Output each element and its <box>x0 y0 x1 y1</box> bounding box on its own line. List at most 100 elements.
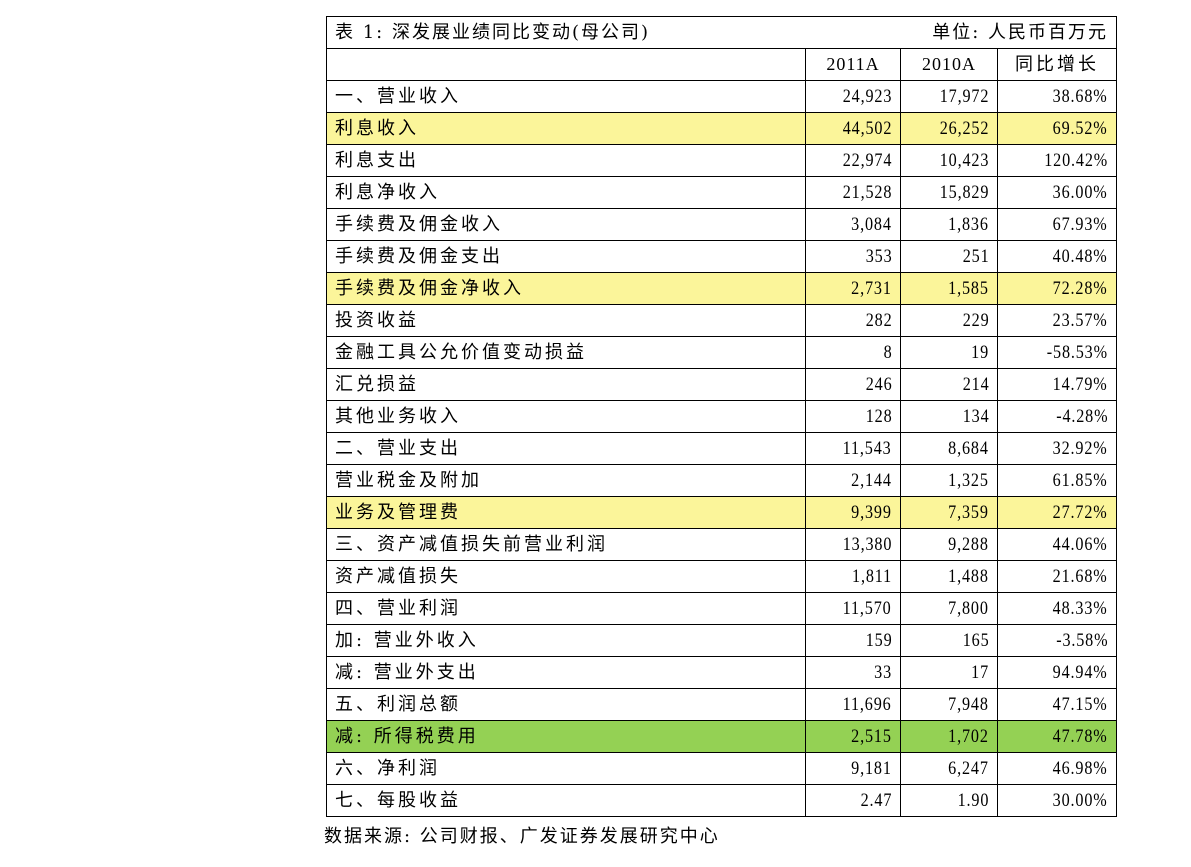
value-2010a: 1,702 <box>948 726 989 747</box>
value-yoy-growth-cell: 47.78% <box>997 720 1117 753</box>
value-2010a-cell: 7,800 <box>900 592 998 625</box>
value-2010a: 7,359 <box>948 502 989 523</box>
value-yoy-growth-cell: 69.52% <box>997 112 1117 145</box>
row-label: 一、营业收入 <box>326 80 806 113</box>
value-2010a-cell: 1.90 <box>900 784 998 817</box>
row-label: 资产减值损失 <box>326 560 806 593</box>
value-2010a-cell: 1,836 <box>900 208 998 241</box>
value-2011a: 44,502 <box>842 118 892 139</box>
value-yoy-growth: 67.93% <box>1053 214 1108 235</box>
value-yoy-growth-cell: 61.85% <box>997 464 1117 497</box>
value-2011a-cell: 9,399 <box>805 496 901 529</box>
value-2011a-cell: 9,181 <box>805 752 901 785</box>
value-yoy-growth-cell: -58.53% <box>997 336 1117 369</box>
value-2011a: 1,811 <box>852 566 892 587</box>
value-2011a: 9,181 <box>851 758 892 779</box>
table-title-row: 表 1: 深发展业绩同比变动(母公司) 单位: 人民币百万元 <box>326 16 1117 49</box>
table-row: 减: 所得税费用 2,515 1,702 47.78% <box>326 720 1117 753</box>
value-2011a-cell: 2,515 <box>805 720 901 753</box>
value-2011a-cell: 159 <box>805 624 901 657</box>
value-yoy-growth-cell: 23.57% <box>997 304 1117 337</box>
value-2010a-cell: 10,423 <box>900 144 998 177</box>
value-yoy-growth-cell: 47.15% <box>997 688 1117 721</box>
table-title-cell: 表 1: 深发展业绩同比变动(母公司) 单位: 人民币百万元 <box>326 16 1117 49</box>
value-2011a: 353 <box>865 246 892 267</box>
row-label: 汇兑损益 <box>326 368 806 401</box>
row-label: 七、每股收益 <box>326 784 806 817</box>
value-2011a: 2,515 <box>851 726 892 747</box>
value-2011a: 33 <box>874 662 892 683</box>
value-2011a: 2,144 <box>851 470 892 491</box>
value-2011a-cell: 21,528 <box>805 176 901 209</box>
value-yoy-growth: 72.28% <box>1053 278 1108 299</box>
value-yoy-growth-cell: 14.79% <box>997 368 1117 401</box>
value-yoy-growth: -4.28% <box>1055 406 1108 427</box>
value-2011a-cell: 246 <box>805 368 901 401</box>
value-2011a-cell: 22,974 <box>805 144 901 177</box>
value-2010a: 1.90 <box>957 790 989 811</box>
value-yoy-growth: 47.78% <box>1053 726 1108 747</box>
value-2010a: 165 <box>962 630 989 651</box>
row-label: 营业税金及附加 <box>326 464 806 497</box>
data-source-footnote: 数据来源: 公司财报、广发证券发展研究中心 <box>324 826 720 847</box>
value-yoy-growth-cell: 36.00% <box>997 176 1117 209</box>
value-2011a: 21,528 <box>842 182 892 203</box>
row-label: 手续费及佣金支出 <box>326 240 806 273</box>
value-2010a-cell: 165 <box>900 624 998 657</box>
row-label: 加: 营业外收入 <box>326 624 806 657</box>
row-label: 利息收入 <box>326 112 806 145</box>
value-2011a-cell: 13,380 <box>805 528 901 561</box>
value-yoy-growth: 38.68% <box>1053 86 1108 107</box>
value-yoy-growth-cell: 67.93% <box>997 208 1117 241</box>
value-2011a-cell: 3,084 <box>805 208 901 241</box>
value-yoy-growth-cell: 32.92% <box>997 432 1117 465</box>
value-yoy-growth: -3.58% <box>1055 630 1108 651</box>
value-2010a: 17 <box>971 662 989 683</box>
value-2010a: 1,325 <box>948 470 989 491</box>
value-2010a: 10,423 <box>939 150 989 171</box>
value-2011a: 8 <box>883 342 892 363</box>
row-label: 六、净利润 <box>326 752 806 785</box>
value-2010a-cell: 8,684 <box>900 432 998 465</box>
value-2011a-cell: 353 <box>805 240 901 273</box>
value-yoy-growth-cell: 27.72% <box>997 496 1117 529</box>
value-yoy-growth-cell: 94.94% <box>997 656 1117 689</box>
value-2011a: 282 <box>865 310 892 331</box>
row-label: 减: 所得税费用 <box>326 720 806 753</box>
value-2011a-cell: 8 <box>805 336 901 369</box>
value-2010a-cell: 7,359 <box>900 496 998 529</box>
value-yoy-growth: 30.00% <box>1053 790 1108 811</box>
value-2010a-cell: 7,948 <box>900 688 998 721</box>
performance-comparison-table: 表 1: 深发展业绩同比变动(母公司) 单位: 人民币百万元 2011A 201… <box>326 16 1117 817</box>
value-2011a: 24,923 <box>842 86 892 107</box>
row-label: 四、营业利润 <box>326 592 806 625</box>
value-2011a-cell: 2,731 <box>805 272 901 305</box>
value-yoy-growth: 120.42% <box>1044 150 1108 171</box>
value-2011a-cell: 11,570 <box>805 592 901 625</box>
table-unit: 单位: 人民币百万元 <box>932 22 1108 43</box>
value-yoy-growth-cell: 120.42% <box>997 144 1117 177</box>
table-title: 表 1: 深发展业绩同比变动(母公司) <box>335 22 651 43</box>
header-2011a: 2011A <box>805 48 901 81</box>
value-2010a: 6,247 <box>948 758 989 779</box>
row-label: 业务及管理费 <box>326 496 806 529</box>
value-2010a: 7,800 <box>948 598 989 619</box>
value-2011a-cell: 11,696 <box>805 688 901 721</box>
value-2011a-cell: 11,543 <box>805 432 901 465</box>
header-2010a: 2010A <box>900 48 998 81</box>
value-yoy-growth-cell: 44.06% <box>997 528 1117 561</box>
value-2010a-cell: 1,325 <box>900 464 998 497</box>
value-2010a-cell: 6,247 <box>900 752 998 785</box>
value-yoy-growth: 94.94% <box>1053 662 1108 683</box>
row-label: 利息净收入 <box>326 176 806 209</box>
